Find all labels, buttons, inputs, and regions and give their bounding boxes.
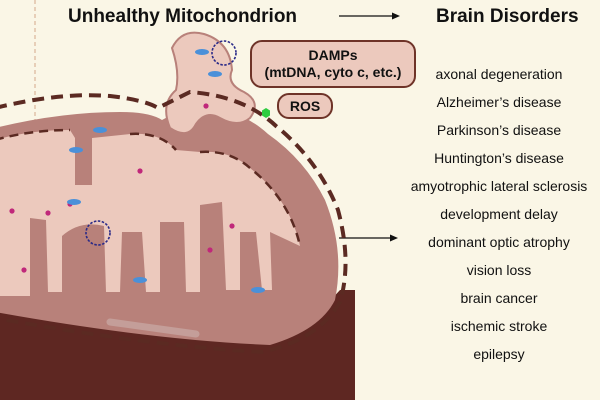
disorder-item: Parkinson’s disease — [436, 122, 562, 138]
damps-label-box: DAMPs (mtDNA, cyto c, etc.) — [250, 40, 416, 88]
disorder-item: Alzheimer’s disease — [436, 94, 562, 110]
arrow-middle — [339, 234, 398, 242]
disorder-item: amyotrophic lateral sclerosis — [410, 178, 588, 194]
disorder-item: vision loss — [466, 262, 532, 278]
disorder-item: ischemic stroke — [450, 318, 548, 334]
mitochondrion-outer-membrane — [0, 104, 339, 345]
protein-oval — [208, 71, 222, 77]
disorder-item: dominant optic atrophy — [428, 234, 570, 250]
protein-oval — [67, 199, 81, 205]
disorder-item: development delay — [440, 206, 558, 222]
inner-dashed-border — [0, 128, 302, 247]
ros-hexagon-icon — [262, 108, 270, 118]
base-highlight — [106, 318, 200, 338]
damps-label: DAMPs — [308, 47, 358, 63]
outer-dashed-border — [0, 89, 348, 355]
disorder-item: epilepsy — [473, 346, 525, 362]
arrow-top — [339, 12, 400, 20]
matrix-dot — [203, 103, 209, 109]
matrix-dot — [207, 247, 213, 253]
title-unhealthy-mitochondrion: Unhealthy Mitochondrion — [68, 6, 298, 27]
ros-label: ROS — [289, 98, 321, 114]
protein-oval — [93, 127, 107, 133]
matrix-dot — [45, 210, 51, 216]
matrix-dot — [137, 168, 143, 174]
damps-examples: (mtDNA, cyto c, etc.) — [264, 64, 402, 80]
membrane-rupture-bleb — [165, 31, 256, 135]
protein-oval — [69, 147, 83, 153]
matrix-dot — [9, 208, 15, 214]
protein-oval — [251, 287, 265, 293]
mtdna-ring — [85, 220, 111, 246]
matrix-dot — [229, 223, 235, 229]
matrix-dot — [21, 267, 27, 273]
matrix-particles — [9, 40, 265, 293]
mtdna-ring — [211, 40, 237, 66]
ros-label-box: ROS — [277, 93, 333, 119]
disorder-item: Huntington’s disease — [434, 150, 564, 166]
disorder-item: brain cancer — [460, 290, 538, 306]
mitochondrion-matrix — [0, 130, 300, 296]
protein-oval — [195, 49, 209, 55]
protein-oval — [133, 277, 147, 283]
disorder-item: axonal degeneration — [435, 66, 563, 82]
title-brain-disorders: Brain Disorders — [436, 6, 579, 27]
